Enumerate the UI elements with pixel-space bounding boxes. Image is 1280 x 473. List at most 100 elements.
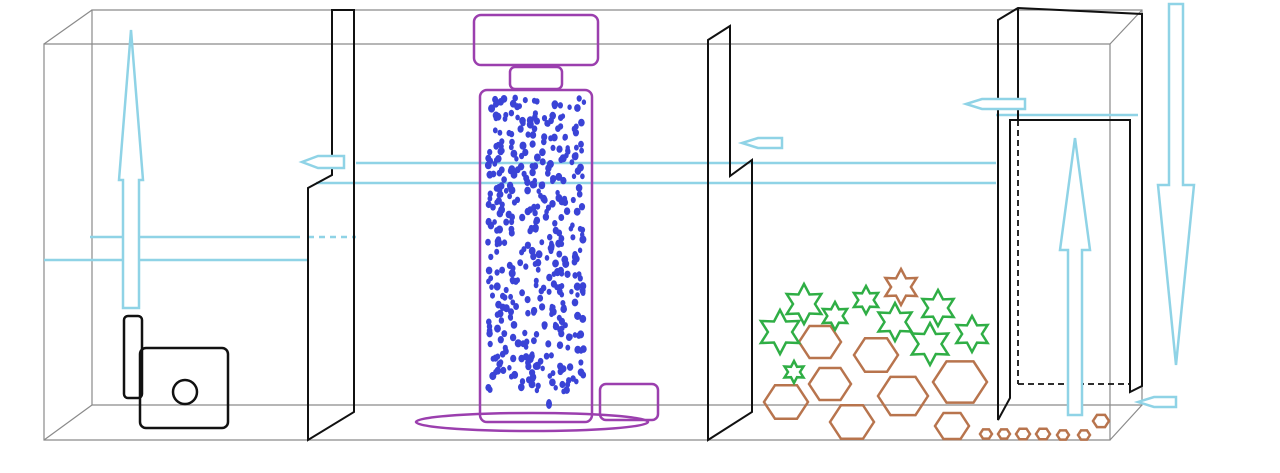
media-bead xyxy=(488,253,494,261)
media-bead xyxy=(498,359,504,366)
media-bead xyxy=(510,321,518,329)
media-bead xyxy=(555,189,560,196)
media-bead xyxy=(552,220,558,227)
media-bead xyxy=(527,227,533,235)
rock xyxy=(876,375,930,417)
media-bead xyxy=(572,129,580,137)
media-bead xyxy=(560,176,567,185)
reactor-cap xyxy=(472,13,600,67)
rock xyxy=(933,411,971,441)
media-bead xyxy=(560,367,565,374)
media-bead xyxy=(571,173,577,180)
media-bead xyxy=(520,119,526,127)
media-bead xyxy=(495,99,501,106)
rock xyxy=(828,403,876,441)
media-bead xyxy=(515,114,520,121)
media-bead xyxy=(510,278,515,285)
media-bead xyxy=(496,226,502,232)
flow-arrows xyxy=(117,2,1196,417)
baffles xyxy=(307,6,1143,442)
media-bead xyxy=(494,269,500,276)
reactor-pump xyxy=(598,382,660,422)
media-bead xyxy=(533,282,539,289)
media-bead xyxy=(509,218,515,225)
media-bead xyxy=(573,152,579,159)
tank-edge xyxy=(1109,9,1143,45)
media-bead xyxy=(567,104,572,110)
media-bead xyxy=(490,203,496,211)
media-bead xyxy=(535,203,541,210)
media-bead xyxy=(518,354,525,363)
media-bead xyxy=(489,284,494,290)
media-bead xyxy=(503,304,510,313)
media-bead xyxy=(514,156,519,162)
media-bead xyxy=(539,158,546,166)
media-bead xyxy=(487,190,493,198)
media-bead xyxy=(497,336,504,344)
media-bead xyxy=(551,271,557,277)
media-bead xyxy=(521,246,527,253)
media-bead xyxy=(518,383,525,392)
live-rock-icon xyxy=(762,266,1111,441)
media-bead xyxy=(510,354,517,363)
media-bead xyxy=(547,233,553,241)
return-pump-icon xyxy=(122,314,230,430)
media-bead xyxy=(519,289,525,297)
rock xyxy=(978,428,994,440)
media-bead xyxy=(529,369,536,377)
media-bead xyxy=(564,270,571,278)
media-bead xyxy=(499,138,505,145)
media-bead xyxy=(534,387,540,394)
media-bead xyxy=(496,239,503,247)
media-bead xyxy=(521,170,527,178)
media-bead xyxy=(525,131,531,138)
media-bead xyxy=(524,207,531,216)
media-bead xyxy=(574,311,582,320)
media-bead xyxy=(498,166,505,174)
rock xyxy=(1055,429,1071,441)
media-bead xyxy=(493,282,501,291)
tank-back-face xyxy=(91,9,1143,406)
media-bead xyxy=(501,330,508,338)
media-bead xyxy=(540,284,547,292)
media-bead xyxy=(499,143,504,150)
media-bead xyxy=(568,333,573,340)
media-bead xyxy=(497,129,503,136)
media-bead xyxy=(498,317,505,324)
media-bead xyxy=(510,265,516,272)
flow-arrow-icon xyxy=(298,154,346,170)
media-bead xyxy=(529,163,535,170)
media-bead xyxy=(514,339,522,348)
media-reactor xyxy=(414,13,660,433)
media-bead xyxy=(551,133,558,142)
media-bead xyxy=(510,170,518,179)
media-bead xyxy=(519,152,525,160)
media-bead xyxy=(499,350,506,358)
media-bead xyxy=(503,187,509,194)
media-bead xyxy=(523,263,529,270)
media-bead xyxy=(487,157,494,165)
media-bead xyxy=(557,102,564,109)
media-bead xyxy=(496,183,502,190)
media-bead xyxy=(578,359,584,366)
media-bead xyxy=(531,125,538,133)
media-bead xyxy=(559,325,565,332)
media-bead xyxy=(578,140,584,148)
media-bead xyxy=(499,266,505,274)
media-bead xyxy=(579,287,586,295)
media-bead xyxy=(544,120,550,127)
media-bead xyxy=(486,170,494,179)
media-bead xyxy=(508,186,516,195)
media-bead xyxy=(535,250,543,259)
media-bead xyxy=(575,292,580,298)
media-bead xyxy=(494,324,501,333)
media-bead xyxy=(508,269,516,278)
media-bead xyxy=(559,283,565,289)
media-bead xyxy=(548,352,554,359)
media-bead xyxy=(500,366,507,374)
media-bead xyxy=(539,303,546,311)
media-bead xyxy=(510,149,518,158)
macroalgae-star xyxy=(920,287,956,329)
